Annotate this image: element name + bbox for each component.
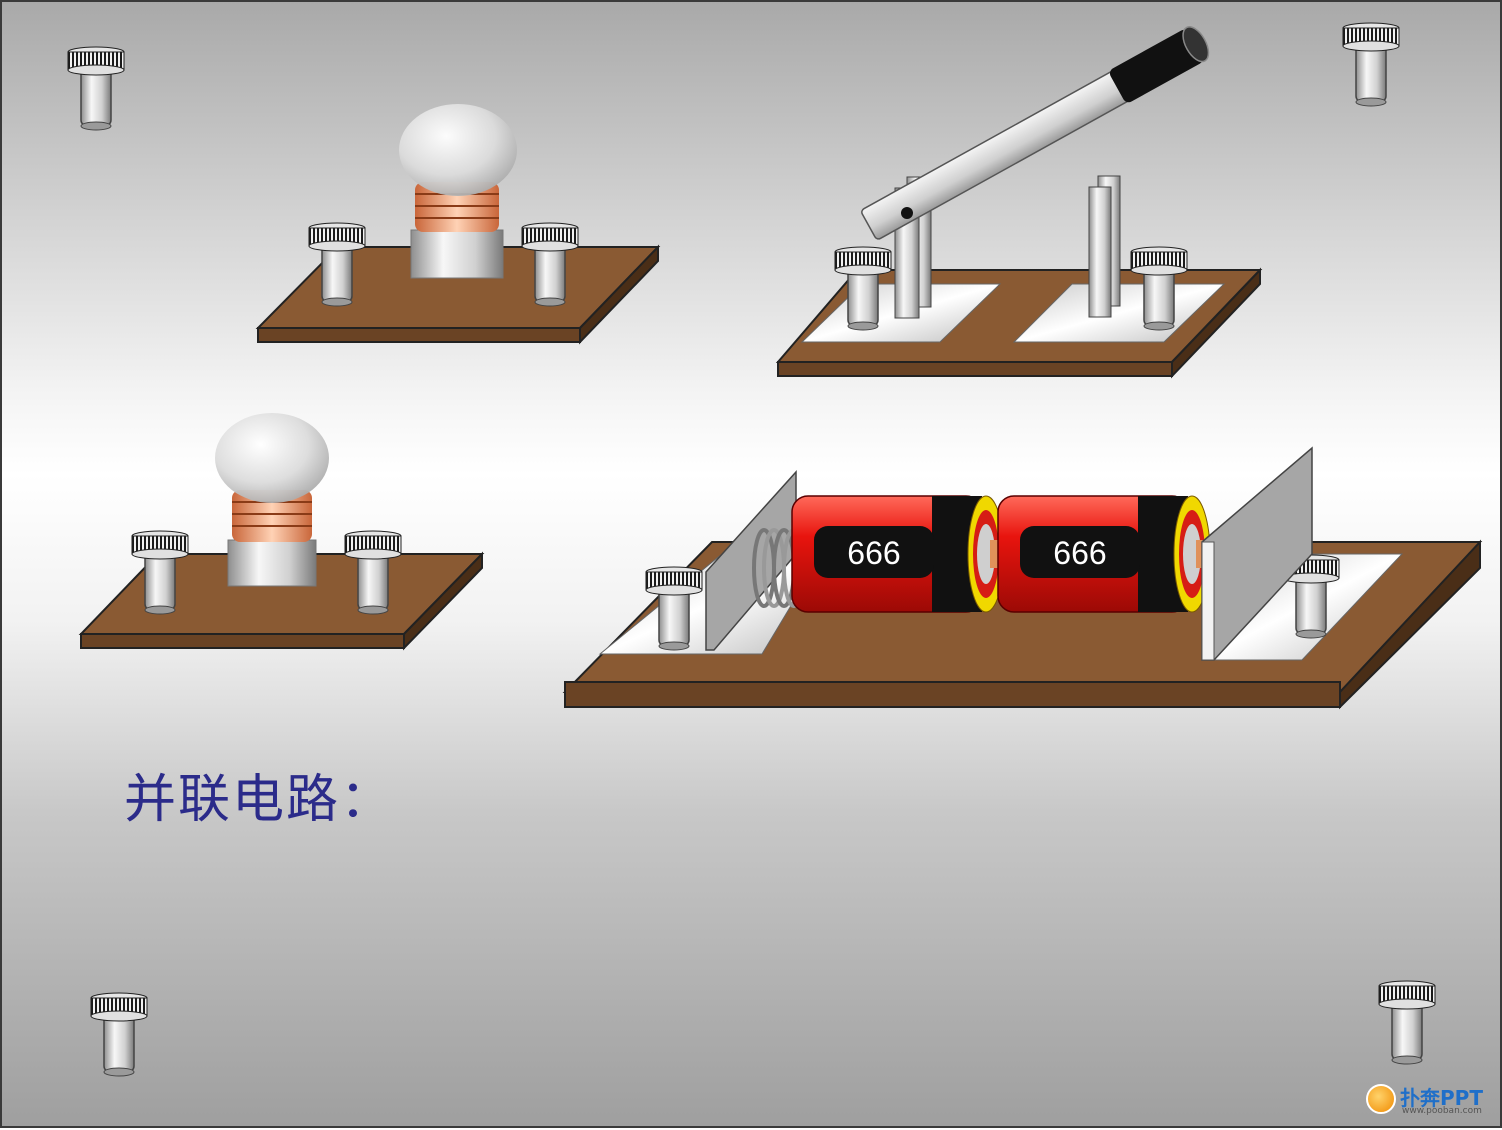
bulb-board-1: [255, 104, 661, 345]
battery-holder: 666 666: [562, 446, 1483, 710]
terminal-top-right: [1342, 22, 1400, 107]
bulb-2-glass: [215, 413, 329, 503]
bulb-board-2: [78, 413, 485, 651]
terminal-bottom-left: [90, 992, 148, 1077]
terminal-bottom-right: [1378, 980, 1436, 1065]
terminal-top-left: [67, 46, 125, 131]
logo-text: 扑奔PPT: [1400, 1086, 1483, 1110]
holder-plate-left: [705, 470, 797, 651]
battery-cell-1: [791, 495, 1005, 613]
knife-switch: [775, 26, 1263, 379]
logo-url: www.pooban.com: [1402, 1106, 1482, 1116]
switch-pivot: [901, 207, 913, 219]
switch-lever: [861, 26, 1210, 240]
battery-1-label: 666: [847, 535, 900, 571]
brand-logo: 扑奔PPT www.pooban.com: [1364, 1080, 1494, 1120]
battery-2-label: 666: [1053, 535, 1106, 571]
bulb-1-glass: [399, 104, 517, 196]
logo-icon: [1366, 1084, 1396, 1114]
slide-title: 并联电路：: [124, 770, 395, 830]
battery-cell-2: [997, 495, 1211, 613]
bulb-1-coil: [415, 182, 499, 232]
